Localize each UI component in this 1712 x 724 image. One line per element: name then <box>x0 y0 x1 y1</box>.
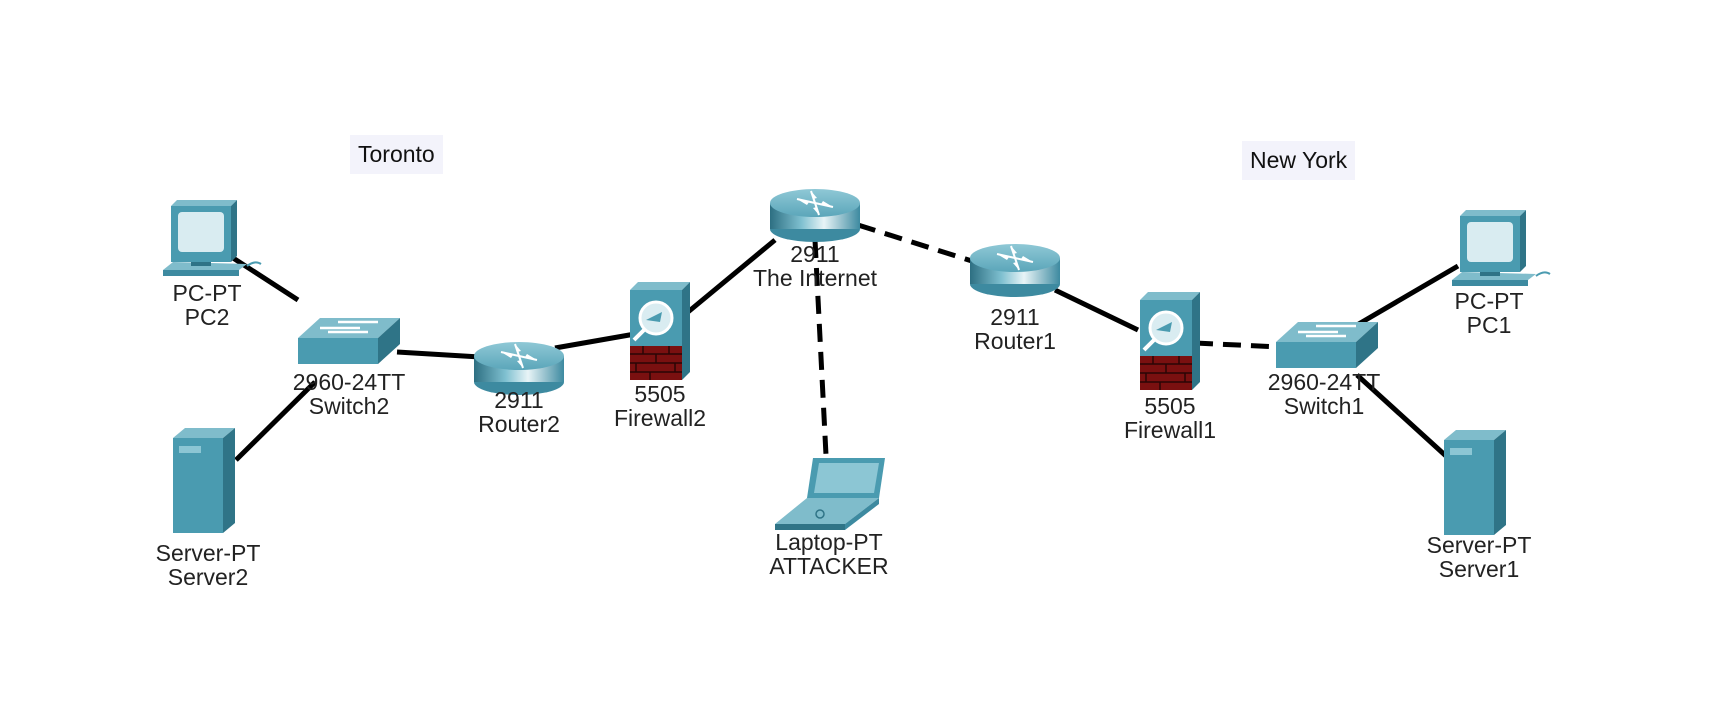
firewall1-label: 5505 Firewall1 <box>1124 394 1216 442</box>
server1-name: Server1 <box>1438 556 1520 582</box>
pc1-label: PC-PT PC1 <box>1455 289 1524 337</box>
internet-router-icon[interactable] <box>770 189 860 242</box>
internet-label: 2911 The Internet <box>753 242 877 290</box>
server2-icon[interactable] <box>173 428 235 533</box>
internet-model: 2911 <box>790 241 840 267</box>
router1-name: Router1 <box>974 328 1056 354</box>
link-switch1-pc1[interactable] <box>1355 263 1460 328</box>
link-firewall1-switch1[interactable] <box>1194 340 1281 350</box>
switch1-model: 2960-24TT <box>1267 369 1381 395</box>
firewall1-icon[interactable] <box>1140 292 1200 390</box>
switch2-label: 2960-24TT Switch2 <box>293 370 406 418</box>
firewall1-name: Firewall1 <box>1123 417 1217 443</box>
firewall2-name: Firewall2 <box>613 405 707 431</box>
server2-label: Server-PT Server2 <box>156 541 261 589</box>
router2-model: 2911 <box>494 387 544 413</box>
link-router2-firewall2[interactable] <box>554 331 636 351</box>
pc1-name: PC1 <box>1466 312 1512 338</box>
pc2-label: PC-PT PC2 <box>173 281 242 329</box>
links <box>228 222 1460 462</box>
attacker-name: ATTACKER <box>769 553 889 579</box>
switch1-label: 2960-24TT Switch1 <box>1268 370 1381 418</box>
link-server2-switch2[interactable] <box>234 380 317 462</box>
server2-model: Server-PT <box>155 540 261 566</box>
switch2-name: Switch2 <box>308 393 390 419</box>
attacker-laptop-icon[interactable] <box>775 458 885 530</box>
firewall2-label: 5505 Firewall2 <box>614 382 706 430</box>
pc2-model: PC-PT <box>172 280 242 306</box>
server2-name: Server2 <box>167 564 249 590</box>
link-switch2-router2[interactable] <box>396 349 481 360</box>
switch1-name: Switch1 <box>1283 393 1365 419</box>
internet-name: The Internet <box>752 265 878 291</box>
router1-icon[interactable] <box>970 244 1060 297</box>
pc2-icon[interactable] <box>163 200 262 276</box>
router1-label: 2911 Router1 <box>974 305 1056 353</box>
router2-label: 2911 Router2 <box>478 388 560 436</box>
link-router1-firewall1[interactable] <box>1053 287 1140 333</box>
firewall1-model: 5505 <box>1144 393 1196 419</box>
router1-model: 2911 <box>990 304 1040 330</box>
router2-icon[interactable] <box>474 342 564 395</box>
area-label-toronto: Toronto <box>350 135 443 174</box>
link-firewall2-internet[interactable] <box>686 238 777 314</box>
server1-icon[interactable] <box>1444 430 1506 535</box>
firewall2-model: 5505 <box>634 381 686 407</box>
attacker-model: Laptop-PT <box>775 529 883 555</box>
firewall2-icon[interactable] <box>630 282 690 380</box>
router2-name: Router2 <box>478 411 560 437</box>
link-pc2-switch2[interactable] <box>228 253 300 303</box>
pc2-name: PC2 <box>184 304 230 330</box>
switch1-icon[interactable] <box>1276 322 1378 368</box>
area-label-new-york: New York <box>1242 141 1356 180</box>
link-switch1-server1[interactable] <box>1355 373 1448 458</box>
link-internet-router1[interactable] <box>857 222 976 265</box>
link-internet-attacker[interactable] <box>812 239 829 456</box>
pc1-model: PC-PT <box>1454 288 1524 314</box>
pc1-icon[interactable] <box>1452 210 1551 286</box>
attacker-label: Laptop-PT ATTACKER <box>769 530 888 578</box>
server1-label: Server-PT Server1 <box>1427 533 1532 581</box>
server1-model: Server-PT <box>1426 532 1532 558</box>
switch2-model: 2960-24TT <box>292 369 406 395</box>
switch2-icon[interactable] <box>298 318 400 364</box>
